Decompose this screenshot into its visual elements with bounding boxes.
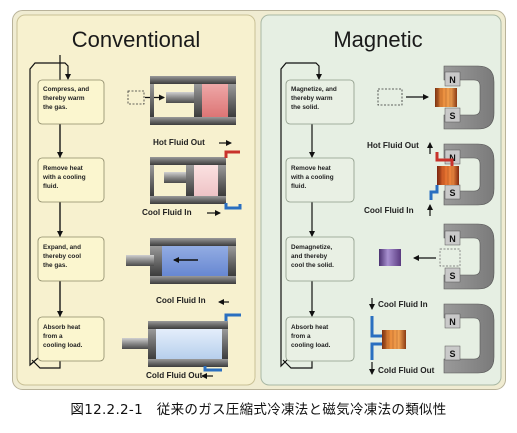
- magnetic-title: Magnetic: [333, 27, 422, 52]
- conv-step-3: Expand, and thereby cool the gas.: [43, 244, 83, 269]
- conv-step-1: Compress, and thereby warm the gas.: [43, 86, 91, 111]
- figure-caption: 図12.2.2-1 従来のガス圧縮式冷凍法と磁気冷凍法の類似性: [70, 402, 447, 418]
- mag-step-box-1: [285, 79, 355, 125]
- mag-4-pole-n: N: [449, 317, 456, 327]
- mag-cool-fluid-in: Cool Fluid In: [364, 206, 414, 215]
- mag-cool-fluid-in-2: Cool Fluid In: [378, 300, 428, 309]
- mag-step-1: Magnetize, and thereby warm the solid.: [291, 86, 339, 111]
- conv-stage-3-cylinder: [126, 238, 236, 284]
- conv-step-4: Absorb heat from a cooling load.: [43, 324, 83, 349]
- conventional-title: Conventional: [72, 27, 200, 52]
- conv-cool-fluid-in-2: Cool Fluid In: [156, 296, 206, 305]
- conv-step-box-3: [37, 236, 105, 282]
- conv-step-box-4: [37, 316, 105, 362]
- mag-step-box-4: [285, 316, 355, 362]
- mag-hot-fluid-out: Hot Fluid Out: [367, 141, 419, 150]
- conv-hot-fluid-out: Hot Fluid Out: [153, 138, 205, 147]
- conventional-panel: Conventional Compress, and thereby warm …: [16, 14, 256, 386]
- mag-stage-3-magnet: N S: [379, 223, 495, 290]
- conv-cold-fluid-out: Cold Fluid Out: [146, 371, 203, 380]
- mag-3-pole-n: N: [449, 234, 456, 244]
- mag-2-pole-n: N: [449, 153, 456, 163]
- mag-stage-1-magnet: N S: [377, 65, 495, 130]
- mag-return-loop: [280, 62, 322, 368]
- conv-stage-2-cylinder: Hot Fluid Out Cool Fluid In: [142, 138, 242, 217]
- conv-return-bottom: [31, 359, 61, 369]
- mag-2-pole-s: S: [449, 188, 455, 198]
- mag-4-pole-s: S: [449, 349, 455, 359]
- magnetic-panel: Magnetic Magnetize, and thereby warm the…: [260, 14, 502, 386]
- mag-return-bottom: [282, 359, 313, 369]
- mag-stage-4-magnet: Cool Fluid In N S Cold Fluid Out: [369, 298, 495, 375]
- mag-cold-fluid-out: Cold Fluid Out: [378, 366, 435, 375]
- mag-step-box-3: [285, 236, 355, 282]
- mag-1-pole-s: S: [449, 111, 455, 121]
- mag-step-3: Demagnetize, and thereby cool the solid.: [291, 244, 334, 269]
- mag-step-box-2: [285, 157, 355, 203]
- conv-cool-fluid-in: Cool Fluid In: [142, 208, 192, 217]
- mag-stage-2-magnet: Hot Fluid Out N S Cool Fluid In: [364, 141, 495, 216]
- mag-1-pole-n: N: [449, 75, 456, 85]
- mag-step-4: Absorb heat from a cooling load.: [291, 324, 331, 349]
- conv-stage-1-cylinder: [127, 76, 236, 125]
- conv-return-loop: [29, 62, 71, 367]
- conv-step-box-2: [37, 157, 105, 203]
- conv-step-2: Remove heat with a cooling fluid.: [42, 165, 87, 190]
- conv-step-box-1: [37, 79, 105, 125]
- conv-stage-4-cylinder: Cool Fluid In Cold Fluid Out: [122, 296, 241, 380]
- mag-step-2: Remove heat with a cooling fluid.: [290, 165, 335, 190]
- mag-3-pole-s: S: [449, 271, 455, 281]
